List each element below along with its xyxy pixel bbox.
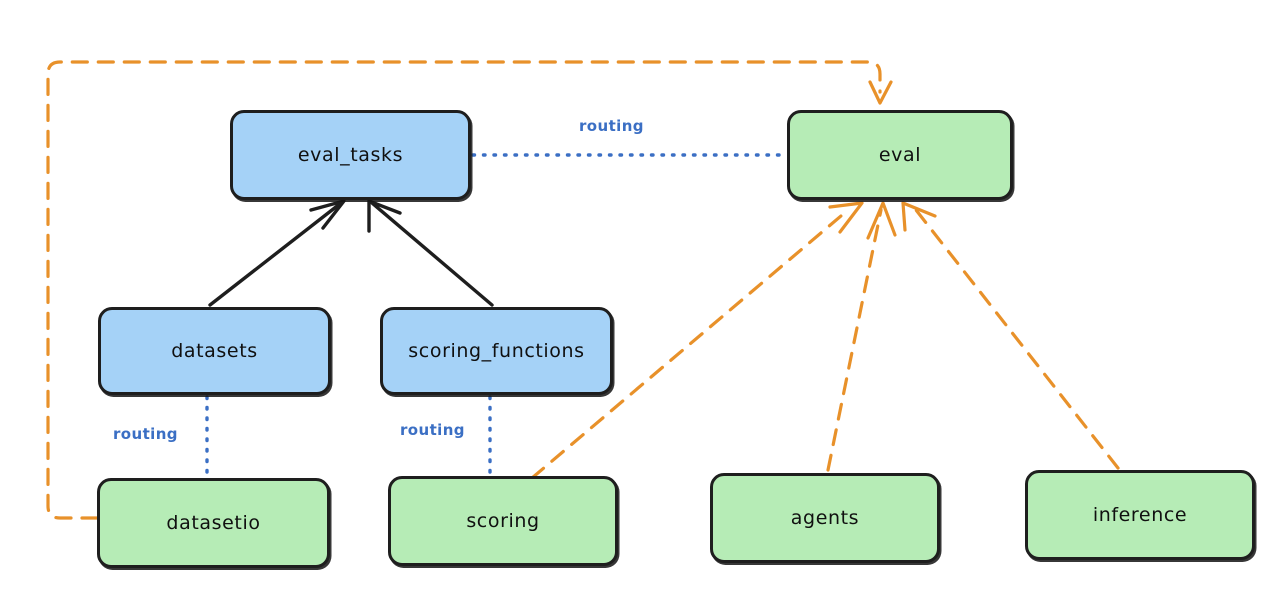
edge-label-routing-scoring-functions-scoring: routing xyxy=(400,421,465,439)
node-label-eval-tasks: eval_tasks xyxy=(297,144,404,166)
node-label-scoring-functions: scoring_functions xyxy=(408,340,585,362)
node-label-datasets: datasets xyxy=(171,340,258,362)
node-label-datasetio: datasetio xyxy=(166,512,261,534)
node-datasets[interactable]: datasets xyxy=(98,307,331,395)
node-eval-tasks[interactable]: eval_tasks xyxy=(230,110,471,200)
arrowhead-scoring_functions-to-eval_tasks xyxy=(367,199,402,233)
edge-agents-to-eval xyxy=(826,208,883,472)
node-eval[interactable]: eval xyxy=(787,110,1013,200)
arrowhead-datasetio-to-eval xyxy=(868,80,893,105)
edge-label-routing-datasets-datasetio: routing xyxy=(113,425,178,443)
node-datasetio[interactable]: datasetio xyxy=(97,478,330,568)
node-label-eval: eval xyxy=(878,144,922,166)
node-label-scoring: scoring xyxy=(466,510,540,532)
edge-inference-to-eval xyxy=(914,208,1120,470)
edge-scoring-to-eval xyxy=(530,208,850,480)
edge-datasetio-to-eval xyxy=(46,60,882,520)
node-label-inference: inference xyxy=(1092,504,1188,526)
arrowhead-agents-to-eval xyxy=(866,201,897,240)
node-inference[interactable]: inference xyxy=(1025,470,1255,560)
arrowhead-scoring-to-eval xyxy=(828,201,864,234)
node-agents[interactable]: agents xyxy=(710,473,940,563)
edge-scoring_functions-to-eval_tasks xyxy=(370,201,494,307)
node-scoring-functions[interactable]: scoring_functions xyxy=(380,307,613,395)
arrowhead-inference-to-eval xyxy=(901,201,937,232)
edge-datasets-to-eval_tasks xyxy=(208,201,343,307)
arrowhead-datasets-to-eval_tasks xyxy=(309,199,346,230)
node-label-agents: agents xyxy=(790,507,860,529)
node-scoring[interactable]: scoring xyxy=(388,476,618,566)
edge-label-routing-eval-tasks-eval: routing xyxy=(579,117,644,135)
